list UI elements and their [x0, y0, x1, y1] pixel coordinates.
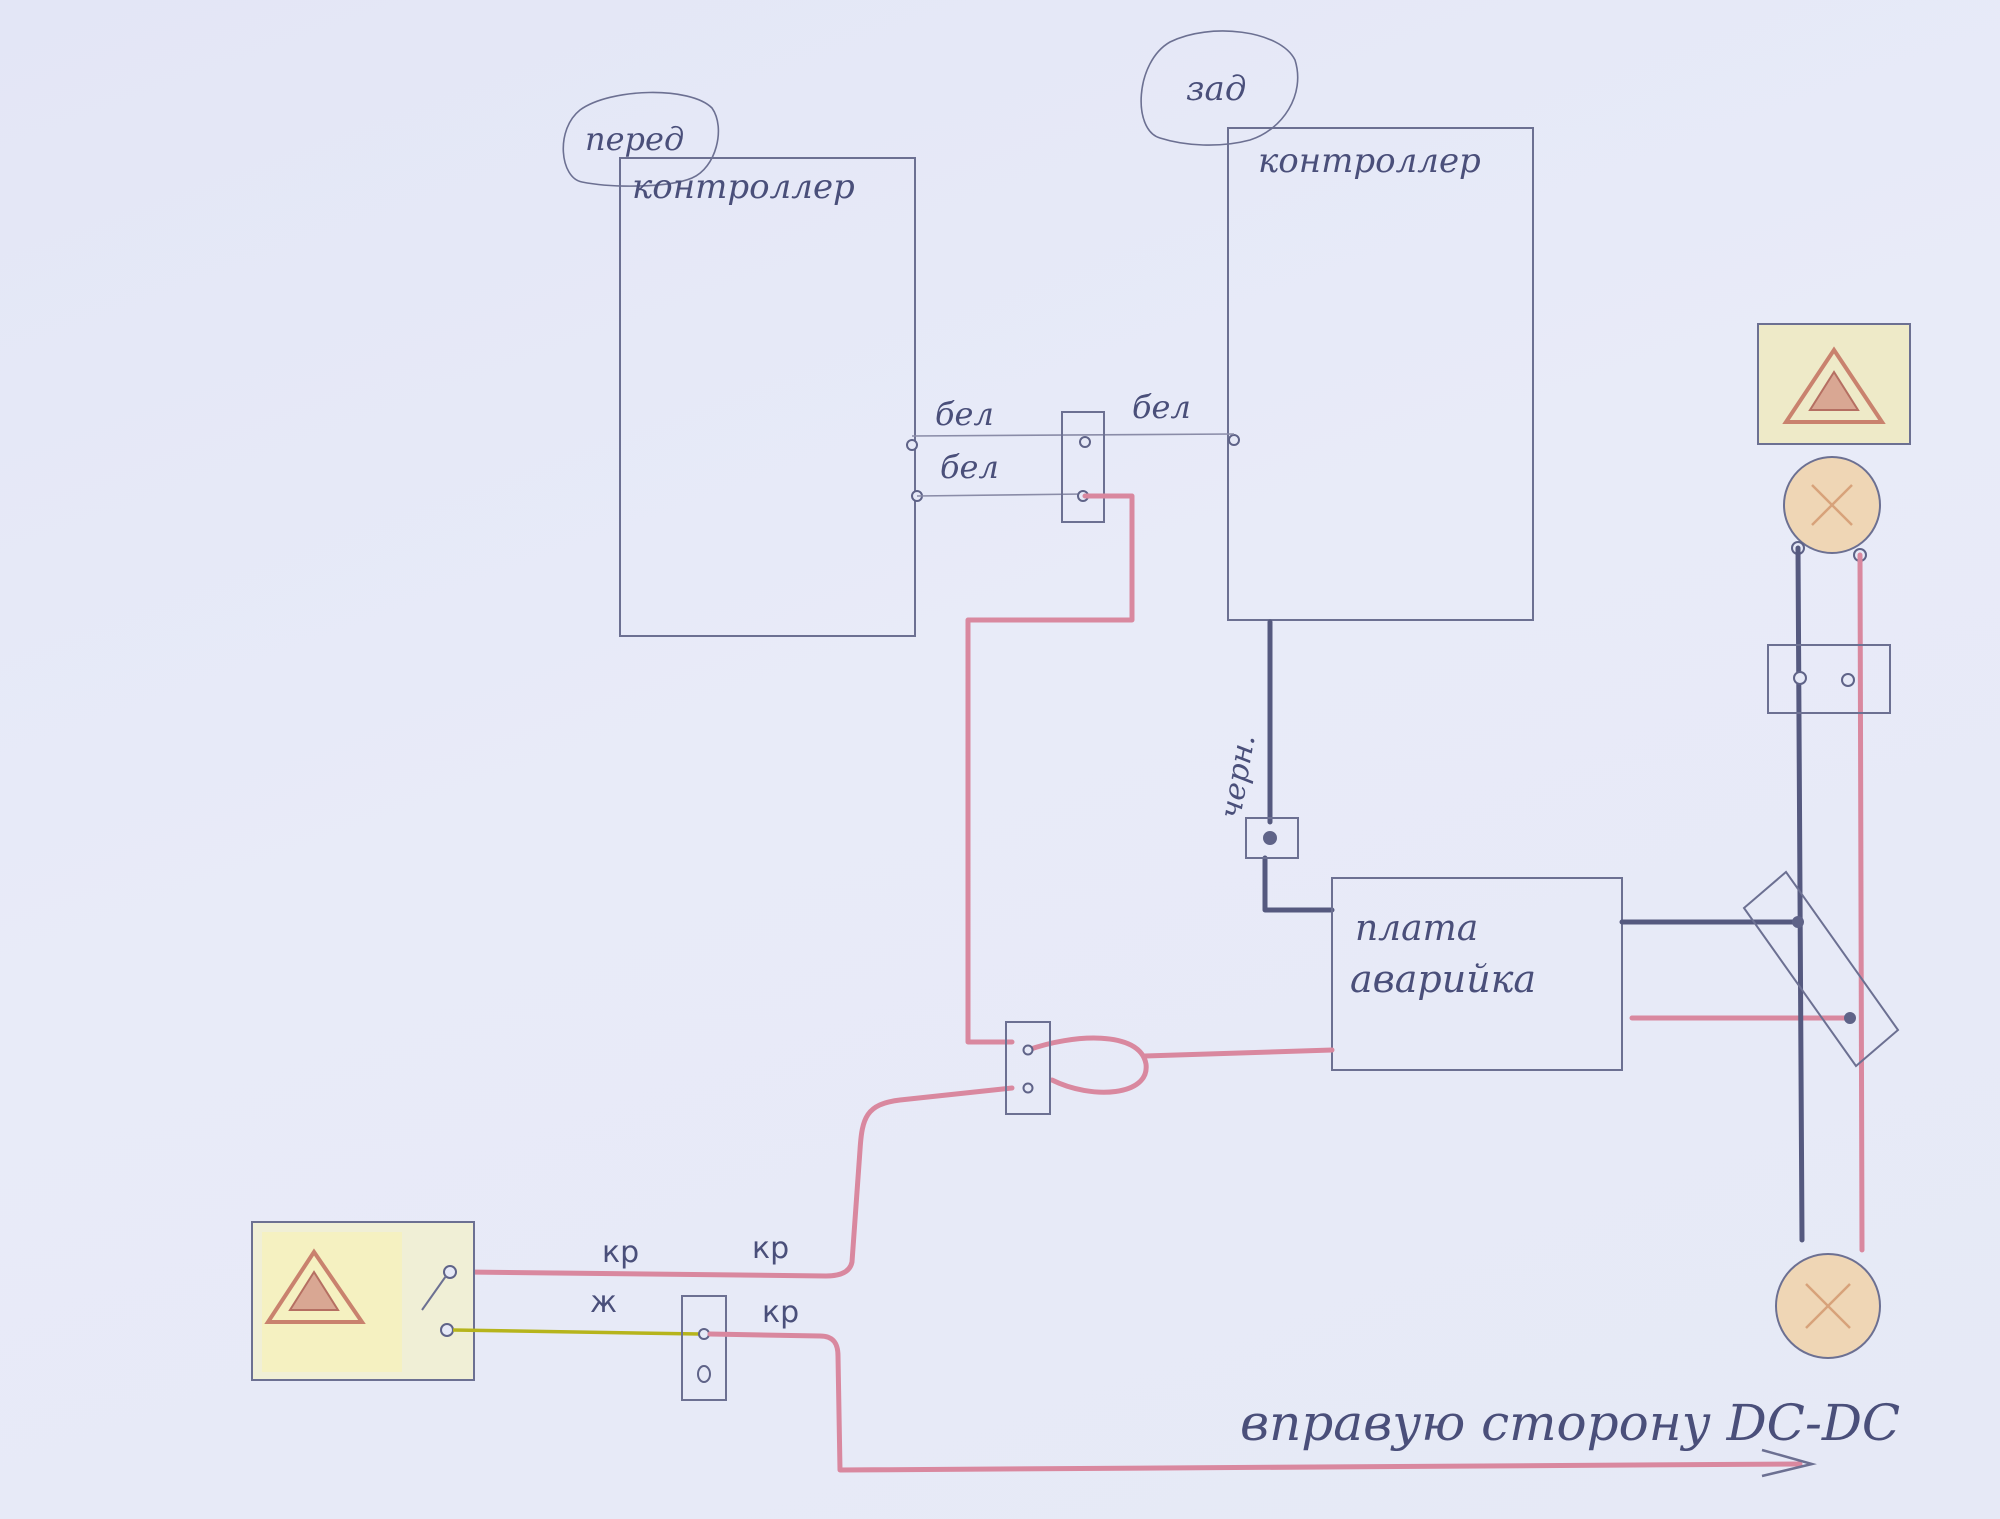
- white-wire-bottom: [916, 493, 1086, 497]
- white-wire-label-bottom-left: бел: [940, 448, 999, 486]
- rear-controller-label: контроллер: [1258, 141, 1481, 181]
- white-wire-label-top-left: бел: [935, 395, 994, 433]
- yellow-wire: [452, 1328, 701, 1336]
- black-connector-pin: [1263, 831, 1277, 845]
- front-controller-pin-1: [906, 439, 918, 451]
- switch-terminal-top: [443, 1265, 457, 1279]
- front-controller-bubble-label: перед: [585, 120, 684, 158]
- rear-controller-pin: [1228, 434, 1240, 446]
- red-wire-label-1: кр: [602, 1235, 639, 1270]
- hazard-board-label-line2: аварийка: [1350, 957, 1536, 1001]
- red-wire-label-2: кр: [752, 1231, 789, 1266]
- rear-controller: зад контроллер: [1140, 30, 1534, 621]
- red-wire-to-switch: [463, 1085, 1015, 1279]
- switch-contact-lever: [421, 1275, 447, 1311]
- hazard-indicator-icon: [1782, 346, 1886, 424]
- rail-connector-pin-2: [1841, 673, 1855, 687]
- junction-pin-red: [1844, 1012, 1856, 1024]
- hazard-board-box: [1331, 877, 1623, 1071]
- rail-connector-pin-1: [1793, 671, 1807, 685]
- hazard-switch: [251, 1221, 475, 1381]
- front-controller: перед контроллер: [562, 91, 923, 637]
- white-wire-top: [911, 433, 1235, 437]
- white-wire-connector: [1061, 411, 1105, 523]
- hazard-board-label-line1: плата: [1355, 908, 1478, 949]
- hazard-board: плата аварийка: [1331, 877, 1853, 1071]
- rear-controller-bubble: [1140, 30, 1299, 146]
- black-wire-label: черн.: [1213, 732, 1262, 822]
- black-rail: [1795, 545, 1805, 1243]
- red-rail: [1857, 552, 1865, 1253]
- red-splice-pin-1: [1022, 1044, 1034, 1056]
- black-wire-group: черн.: [1213, 619, 1335, 913]
- white-connector-pin-1: [1079, 436, 1091, 448]
- lamp-icon: [1783, 456, 1881, 554]
- black-wire-connector: [1245, 817, 1299, 859]
- hazard-button-icon: [264, 1248, 366, 1324]
- bottom-connector: [681, 1295, 727, 1401]
- rear-controller-box: [1227, 127, 1534, 621]
- yellow-and-bottom-red: ж кр вправую сторону DC-DC: [452, 1285, 1900, 1478]
- diagonal-junction: [1742, 870, 1900, 1068]
- front-controller-box: [619, 157, 916, 637]
- red-wire-loop: [1025, 1035, 1149, 1095]
- switch-terminal-bottom: [440, 1323, 454, 1337]
- bottom-connector-pin-2: [697, 1365, 711, 1383]
- red-splice-connector: [1005, 1021, 1051, 1115]
- rear-controller-bubble-label: зад: [1186, 69, 1246, 109]
- red-splice-pin-2: [1022, 1082, 1034, 1094]
- junction-pin-black: [1792, 916, 1804, 928]
- red-wire-label-bottom: кр: [762, 1295, 799, 1330]
- red-wire-to-board: [1142, 1047, 1335, 1059]
- front-controller-label: контроллер: [632, 167, 855, 207]
- red-wires: кр кр: [463, 493, 1335, 1279]
- front-controller-bubble: [562, 91, 720, 187]
- footer-note: вправую сторону DC-DC: [1240, 1394, 1900, 1452]
- white-wires: бел бел бел: [911, 388, 1235, 523]
- red-wire-to-dcdc: [707, 1331, 1803, 1473]
- white-wire-label-top-right: бел: [1132, 388, 1191, 426]
- red-wire-from-connector: [965, 493, 1135, 1045]
- rail-connector: [1767, 644, 1891, 714]
- black-wire: [1262, 619, 1335, 913]
- lamp-icon: [1775, 1253, 1881, 1359]
- yellow-wire-label: ж: [590, 1285, 617, 1320]
- dcdc-arrowhead: [1761, 1448, 1817, 1478]
- right-assembly: [1742, 323, 1911, 1359]
